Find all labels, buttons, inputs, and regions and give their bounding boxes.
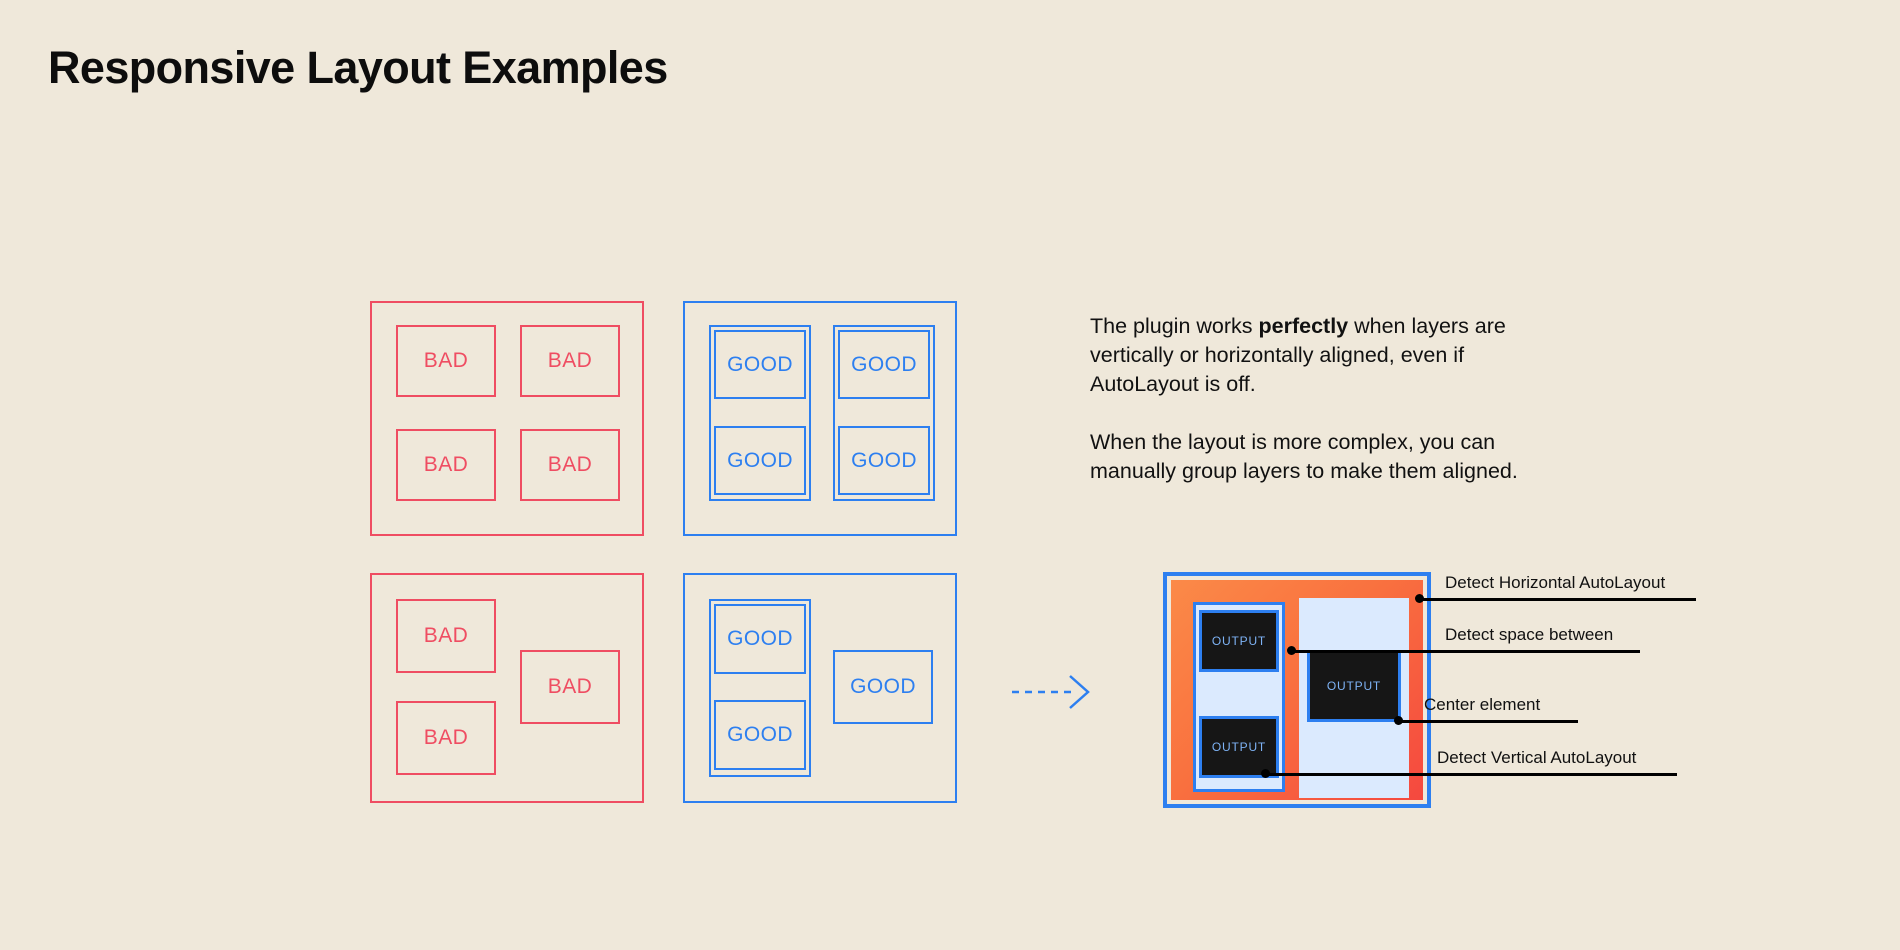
example-panel-bad-grid: BAD BAD BAD BAD (370, 301, 644, 536)
good-cell-label: GOOD (727, 352, 793, 376)
mockup-output-box: OUTPUT (1307, 650, 1401, 722)
bad-cell: BAD (520, 429, 620, 501)
good-cell-label: GOOD (850, 675, 916, 698)
leader-dot (1287, 646, 1296, 655)
annotation-label: Detect space between (1445, 625, 1614, 644)
mockup-output-box: OUTPUT (1199, 610, 1279, 672)
bad-cell-label: BAD (547, 675, 593, 698)
page-title: Responsive Layout Examples (48, 42, 668, 93)
good-cell: GOOD (838, 330, 930, 399)
example-panel-bad-complex: BAD BAD BAD (370, 573, 644, 803)
good-cell: GOOD (714, 700, 806, 770)
bad-cell-label: BAD (423, 349, 469, 372)
paragraph-1-text-after: when layers are vertically or horizontal… (1090, 314, 1506, 396)
bad-cell: BAD (520, 325, 620, 397)
good-cell: GOOD (714, 426, 806, 495)
bad-cell: BAD (396, 325, 496, 397)
good-cell: GOOD (838, 426, 930, 495)
leader-dot (1394, 716, 1403, 725)
bad-cell-label: BAD (547, 349, 593, 372)
good-cell: GOOD (714, 330, 806, 399)
output-label: OUTPUT (1211, 634, 1267, 648)
leader-line (1291, 650, 1640, 653)
leader-line (1398, 720, 1578, 723)
example-panel-good-grid: GOOD GOOD GOOD GOOD (683, 301, 957, 536)
good-cell: GOOD (833, 650, 933, 724)
description-paragraph-1: The plugin works perfectly when layers a… (1090, 312, 1560, 399)
output-label: OUTPUT (1211, 740, 1267, 754)
paragraph-1-bold-word: perfectly (1258, 314, 1349, 338)
annotation-label: Detect Vertical AutoLayout (1437, 748, 1637, 767)
bad-cell: BAD (520, 650, 620, 724)
leader-dot (1261, 769, 1270, 778)
annotation-label: Detect Horizontal AutoLayout (1445, 573, 1666, 592)
bad-cell-label: BAD (547, 453, 593, 476)
bad-cell: BAD (396, 429, 496, 501)
layer-group-left: GOOD GOOD (709, 325, 811, 501)
dashed-arrow-right-icon (1012, 672, 1098, 712)
autolayout-mockup-frame: OUTPUT OUTPUT OUTPUT (1163, 572, 1431, 808)
good-cell-label: GOOD (851, 448, 917, 472)
paragraph-1-text-before: The plugin works (1090, 314, 1259, 338)
good-cell-label: GOOD (851, 352, 917, 376)
layer-group-left: GOOD GOOD (709, 599, 811, 777)
good-cell-label: GOOD (727, 723, 793, 746)
layer-group-right: GOOD GOOD (833, 325, 935, 501)
leader-line (1265, 773, 1677, 776)
bad-cell: BAD (396, 599, 496, 673)
mockup-gradient-fill: OUTPUT OUTPUT OUTPUT (1171, 580, 1423, 800)
leader-dot (1415, 594, 1424, 603)
bad-cell-label: BAD (423, 453, 469, 476)
bad-cell-label: BAD (423, 726, 469, 749)
description-paragraph-2: When the layout is more complex, you can… (1090, 430, 1518, 483)
good-cell-label: GOOD (727, 627, 793, 650)
mockup-output-box: OUTPUT (1199, 716, 1279, 778)
good-cell: GOOD (714, 604, 806, 674)
output-label: OUTPUT (1326, 679, 1382, 693)
example-panel-good-complex: GOOD GOOD GOOD (683, 573, 957, 803)
bad-cell: BAD (396, 701, 496, 775)
bad-cell-label: BAD (423, 624, 469, 647)
annotation-label: Center element (1424, 695, 1541, 714)
leader-line (1419, 598, 1696, 601)
good-cell-label: GOOD (727, 448, 793, 472)
